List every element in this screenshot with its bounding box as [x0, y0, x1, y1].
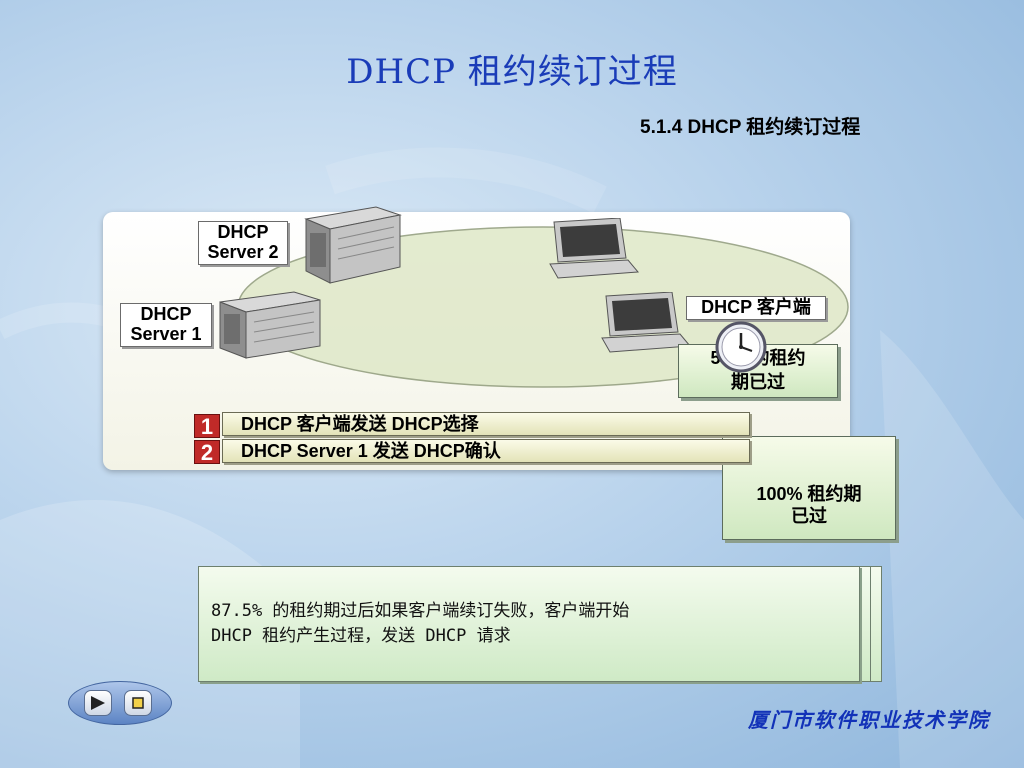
description-card-front: 87.5% 的租约期过后如果客户端续订失败，客户端开始 DHCP 租约产生过程，… — [198, 566, 860, 682]
play-button[interactable] — [84, 690, 112, 716]
step-badge-1: 1 — [194, 414, 220, 438]
server1-label-line2: Server 1 — [130, 324, 202, 344]
client-label: DHCP 客户端 — [686, 296, 826, 320]
step-1-bar: DHCP 客户端发送 DHCP选择 — [222, 412, 750, 436]
section-heading: 5.1.4 DHCP 租约续订过程 — [640, 117, 861, 138]
server2-label-line1: DHCP — [217, 222, 269, 242]
school-name: 厦门市软件职业技术学院 — [748, 708, 990, 732]
stop-button[interactable] — [124, 690, 152, 716]
description-panel: 87.5% 的租约期过后如果客户端续订失败，客户端开始 DHCP 租约产生过程，… — [198, 566, 882, 684]
description-line2: DHCP 租约产生过程，发送 DHCP 请求 — [211, 626, 511, 646]
server1-label-line1: DHCP — [140, 304, 192, 324]
note-100-percent: 100% 租约期 已过 — [722, 436, 896, 540]
server1-label: DHCP Server 1 — [120, 303, 212, 347]
note-100-line1: 100% 租约期 — [756, 484, 862, 504]
description-line1: 87.5% 的租约期过后如果客户端续订失败，客户端开始 — [211, 601, 630, 621]
server-icon — [219, 291, 321, 359]
step-badge-2: 2 — [194, 440, 220, 464]
server2-label-line2: Server 2 — [207, 242, 279, 262]
play-icon — [91, 696, 105, 710]
note-50-line2: 期已过 — [731, 372, 785, 392]
computer-icon — [549, 218, 640, 279]
clock-icon — [715, 321, 767, 373]
description-text: 87.5% 的租约期过后如果客户端续订失败，客户端开始 DHCP 租约产生过程，… — [211, 599, 851, 649]
step-2-bar: DHCP Server 1 发送 DHCP确认 — [222, 439, 750, 463]
note-100-line2: 已过 — [791, 506, 827, 526]
server-icon — [304, 206, 402, 284]
computer-icon — [601, 292, 692, 353]
server2-label: DHCP Server 2 — [198, 221, 288, 265]
page-title: DHCP 租约续订过程 — [346, 52, 678, 92]
stop-icon — [132, 697, 144, 709]
